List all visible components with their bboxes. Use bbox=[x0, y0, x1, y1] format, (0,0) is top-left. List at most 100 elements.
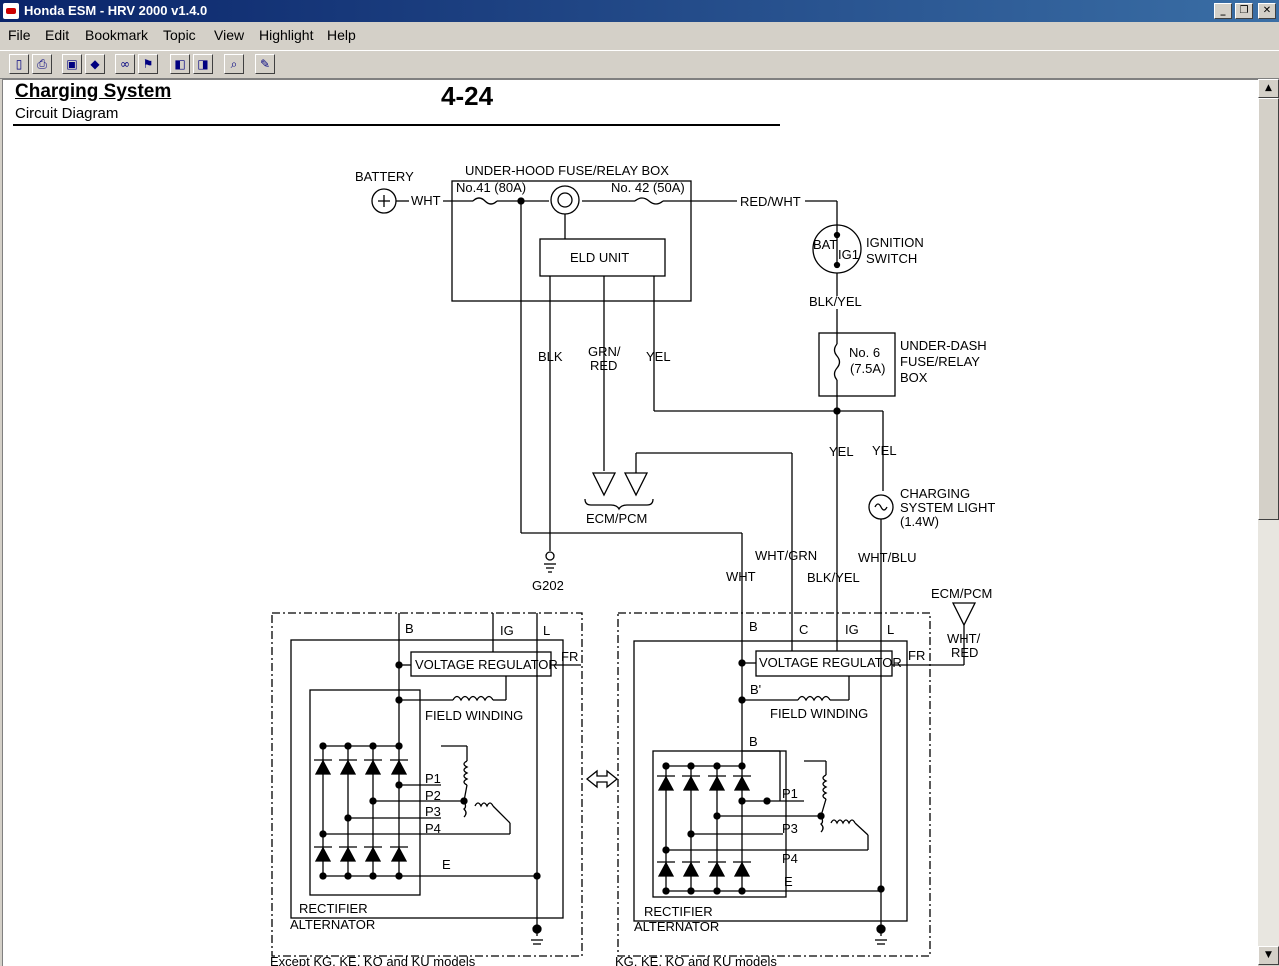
label-blk-yel-top: BLK/YEL bbox=[809, 294, 862, 309]
menu-help[interactable]: Help bbox=[327, 27, 356, 43]
label-left-fw: FIELD WINDING bbox=[425, 708, 523, 723]
circuit-diagram: BATTERY WHT UNDER-HOOD FUSE/RELAY BOX No… bbox=[270, 163, 995, 966]
page-back-icon[interactable]: ◧ bbox=[170, 54, 190, 74]
label-system-light: SYSTEM LIGHT bbox=[900, 500, 995, 515]
label-red: RED bbox=[590, 358, 617, 373]
menu-file[interactable]: File bbox=[8, 27, 31, 43]
label-eld-unit: ELD UNIT bbox=[570, 250, 629, 265]
window-title: Honda ESM - HRV 2000 v1.4.0 bbox=[24, 3, 208, 18]
label-fusebox: UNDER-HOOD FUSE/RELAY BOX bbox=[465, 163, 669, 178]
title-bar: Honda ESM - HRV 2000 v1.4.0 _ ❐ ✕ bbox=[0, 0, 1279, 22]
document-view[interactable]: Charging System Circuit Diagram 4-24 bbox=[2, 79, 1258, 966]
label-ig1: IG1 bbox=[838, 247, 859, 262]
folder-up-icon[interactable]: ▣ bbox=[62, 54, 82, 74]
header-rule bbox=[13, 124, 780, 126]
alternator-left-boundary bbox=[271, 612, 583, 957]
rectifier-left-diodes bbox=[314, 759, 408, 862]
highlight-pen-icon[interactable]: ✎ bbox=[255, 54, 275, 74]
label-left-p2: P2 bbox=[425, 788, 441, 803]
label-right-e: E bbox=[784, 874, 793, 889]
label-wht: WHT bbox=[411, 193, 441, 208]
label-right-b-prime: B' bbox=[750, 682, 761, 697]
page-number: 4-24 bbox=[441, 81, 494, 111]
toolbar: ▯ ⎙ ▣ ◆ ∞ ⚑ ◧ ◨ ⌕ ✎ bbox=[0, 50, 1279, 79]
label-wattage: (1.4W) bbox=[900, 514, 939, 529]
menu-highlight[interactable]: Highlight bbox=[259, 27, 314, 43]
label-right-p3: P3 bbox=[782, 821, 798, 836]
label-ecm-pcm: ECM/PCM bbox=[586, 511, 647, 526]
label-right-l: L bbox=[887, 622, 894, 637]
under-dash-fuse-box bbox=[818, 332, 896, 397]
label-yel-3: YEL bbox=[872, 443, 897, 458]
vertical-scrollbar[interactable]: ▲ ▼ bbox=[1258, 79, 1279, 965]
binoculars-icon[interactable]: ∞ bbox=[115, 54, 135, 74]
folder-back-icon[interactable]: ◆ bbox=[85, 54, 105, 74]
eld-unit bbox=[539, 238, 666, 277]
scroll-up-arrow-icon[interactable]: ▲ bbox=[1258, 79, 1279, 98]
label-fuse-6: No. 6 bbox=[849, 345, 880, 360]
label-left-note: Except KG, KE, KQ and KU models bbox=[270, 954, 476, 966]
zoom-icon[interactable]: ⌕ bbox=[224, 54, 244, 74]
restore-button[interactable]: ❐ bbox=[1235, 3, 1253, 19]
label-fuse-41: No.41 (80A) bbox=[456, 180, 526, 195]
label-grn: GRN/ bbox=[588, 344, 621, 359]
label-fuse-42: No. 42 (50A) bbox=[611, 180, 685, 195]
label-under-dash: UNDER-DASH bbox=[900, 338, 987, 353]
label-yel-2: YEL bbox=[829, 444, 854, 459]
compare-arrow-icon bbox=[585, 769, 619, 789]
menu-bar: File Edit Bookmark Topic View Highlight … bbox=[0, 23, 1279, 47]
page-subtitle: Circuit Diagram bbox=[15, 105, 119, 122]
page-forward-icon[interactable]: ◨ bbox=[193, 54, 213, 74]
label-right-p4: P4 bbox=[782, 851, 798, 866]
menu-bookmark[interactable]: Bookmark bbox=[85, 27, 149, 43]
label-left-ig: IG bbox=[500, 623, 514, 638]
label-right-vr: VOLTAGE REGULATOR bbox=[759, 655, 902, 670]
label-right-fr: FR bbox=[908, 648, 925, 663]
label-left-rectifier: RECTIFIER bbox=[299, 901, 368, 916]
label-right-note: KG, KE, KQ and KU models bbox=[615, 954, 777, 966]
label-switch: SWITCH bbox=[866, 251, 917, 266]
label-left-p4: P4 bbox=[425, 821, 441, 836]
label-red-2: RED bbox=[951, 645, 978, 660]
voltage-regulator-left bbox=[410, 651, 552, 677]
label-left-p1: P1 bbox=[425, 771, 441, 786]
label-left-alternator: ALTERNATOR bbox=[290, 917, 375, 932]
alternator-right-boundary bbox=[617, 612, 931, 957]
label-left-p3: P3 bbox=[425, 804, 441, 819]
label-wht-blu: WHT/BLU bbox=[858, 550, 917, 565]
menu-edit[interactable]: Edit bbox=[45, 27, 70, 43]
honda-app-icon[interactable] bbox=[3, 3, 19, 19]
label-fuse-6-rating: (7.5A) bbox=[850, 361, 885, 376]
scroll-thumb[interactable] bbox=[1258, 98, 1279, 520]
label-yel: YEL bbox=[646, 349, 671, 364]
bookmark-icon[interactable]: ⚑ bbox=[138, 54, 158, 74]
label-right-fw: FIELD WINDING bbox=[770, 706, 868, 721]
label-right-b-lower: B bbox=[749, 734, 758, 749]
menu-view[interactable]: View bbox=[214, 27, 245, 43]
scroll-down-arrow-icon[interactable]: ▼ bbox=[1258, 946, 1279, 965]
rectifier-right-diodes bbox=[657, 775, 751, 877]
label-wht-grn: WHT/GRN bbox=[755, 548, 817, 563]
label-box: BOX bbox=[900, 370, 928, 385]
print-icon[interactable]: ⎙ bbox=[32, 54, 52, 74]
label-right-ig: IG bbox=[845, 622, 859, 637]
label-charging: CHARGING bbox=[900, 486, 970, 501]
label-right-rectifier: RECTIFIER bbox=[644, 904, 713, 919]
label-wht-2: WHT bbox=[726, 569, 756, 584]
label-bat: BAT bbox=[813, 237, 837, 252]
label-left-fr: FR bbox=[561, 649, 578, 664]
page-title[interactable]: Charging System bbox=[15, 81, 172, 102]
label-wht-red: WHT/ bbox=[947, 631, 981, 646]
minimize-button[interactable]: _ bbox=[1214, 3, 1232, 19]
close-button[interactable]: ✕ bbox=[1258, 3, 1276, 19]
menu-topic[interactable]: Topic bbox=[163, 27, 196, 43]
label-red-wht: RED/WHT bbox=[740, 194, 801, 209]
under-hood-fuse-box bbox=[451, 180, 692, 302]
label-blk-yel: BLK/YEL bbox=[807, 570, 860, 585]
label-ignition: IGNITION bbox=[866, 235, 924, 250]
label-right-alternator: ALTERNATOR bbox=[634, 919, 719, 934]
label-battery: BATTERY bbox=[355, 169, 414, 184]
label-g202: G202 bbox=[532, 578, 564, 593]
book-icon[interactable]: ▯ bbox=[9, 54, 29, 74]
label-right-p1: P1 bbox=[782, 786, 798, 801]
